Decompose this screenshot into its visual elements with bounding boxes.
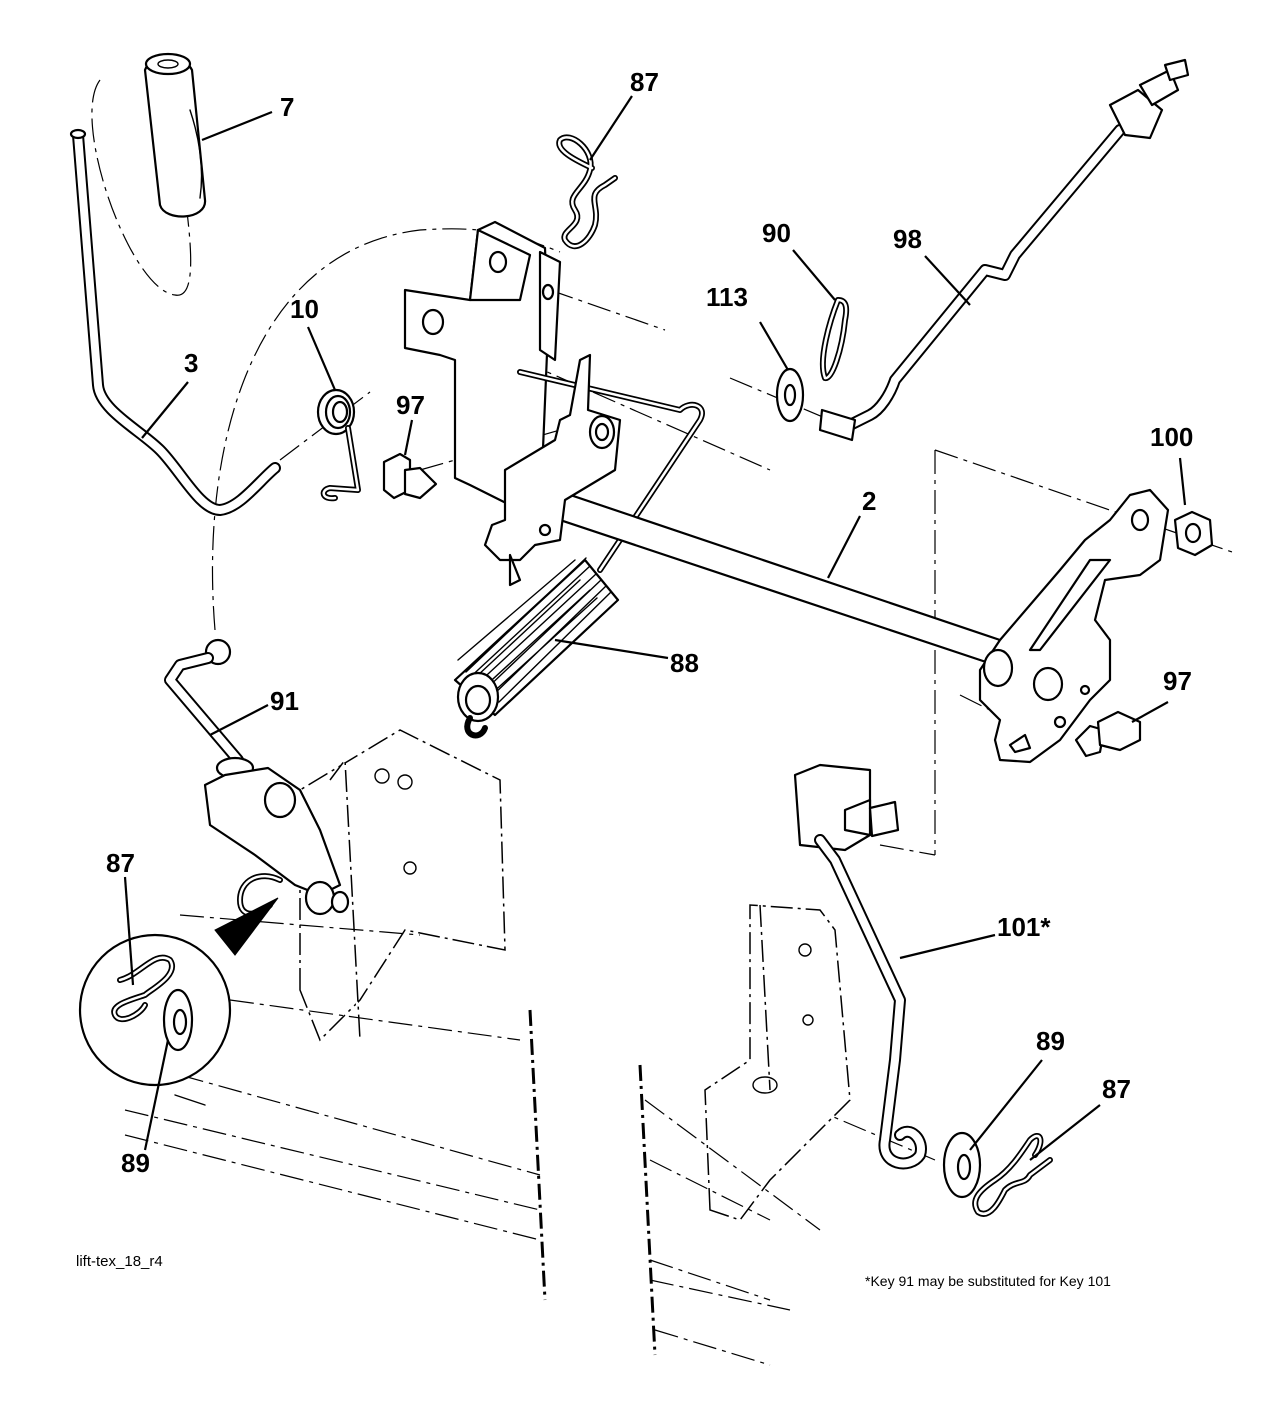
callout-labels: 7 87 90 98 113 10 3 97 100 2 88 97 91 87… [106, 67, 1193, 1178]
callout-97-right: 97 [1163, 666, 1192, 696]
callout-2: 2 [862, 486, 876, 516]
handle-grip [143, 52, 207, 218]
bolt-left [382, 452, 438, 500]
hairpin-clip-right [972, 1133, 1053, 1217]
footnote: *Key 91 may be substituted for Key 101 [865, 1273, 1111, 1289]
callout-90: 90 [762, 218, 791, 248]
extension-spring [453, 369, 705, 739]
hex-nut [1173, 510, 1214, 557]
callout-89-right: 89 [1036, 1026, 1065, 1056]
drawing-id: lift-tex_18_r4 [76, 1253, 163, 1270]
callout-97-left: 97 [396, 390, 425, 420]
callout-113: 113 [706, 282, 748, 312]
lift-arm-right [978, 488, 1170, 764]
lift-link-right [793, 763, 927, 1170]
callout-89-left: 89 [121, 1148, 150, 1178]
callout-87-left: 87 [106, 848, 135, 878]
callout-91: 91 [270, 686, 299, 716]
hairpin-clip-top [556, 134, 618, 250]
callout-3: 3 [184, 348, 198, 378]
callout-88: 88 [670, 648, 699, 678]
lift-shaft [483, 353, 1002, 667]
callout-87-right: 87 [1102, 1074, 1131, 1104]
lift-link-left [164, 638, 350, 956]
callout-7: 7 [280, 92, 294, 122]
leader-lines [123, 95, 1187, 1161]
bolt-right [1074, 710, 1142, 758]
detail-inset [78, 933, 232, 1087]
washer-top [775, 367, 805, 423]
adjustment-rod [818, 58, 1190, 442]
callout-10: 10 [290, 294, 319, 324]
callout-87-top: 87 [630, 67, 659, 97]
callout-98: 98 [893, 224, 922, 254]
torsion-spring [316, 388, 361, 502]
callout-101: 101* [997, 912, 1051, 942]
cotter-pin [819, 297, 850, 381]
lift-handle-rod [69, 128, 281, 516]
callout-100: 100 [1150, 422, 1193, 452]
